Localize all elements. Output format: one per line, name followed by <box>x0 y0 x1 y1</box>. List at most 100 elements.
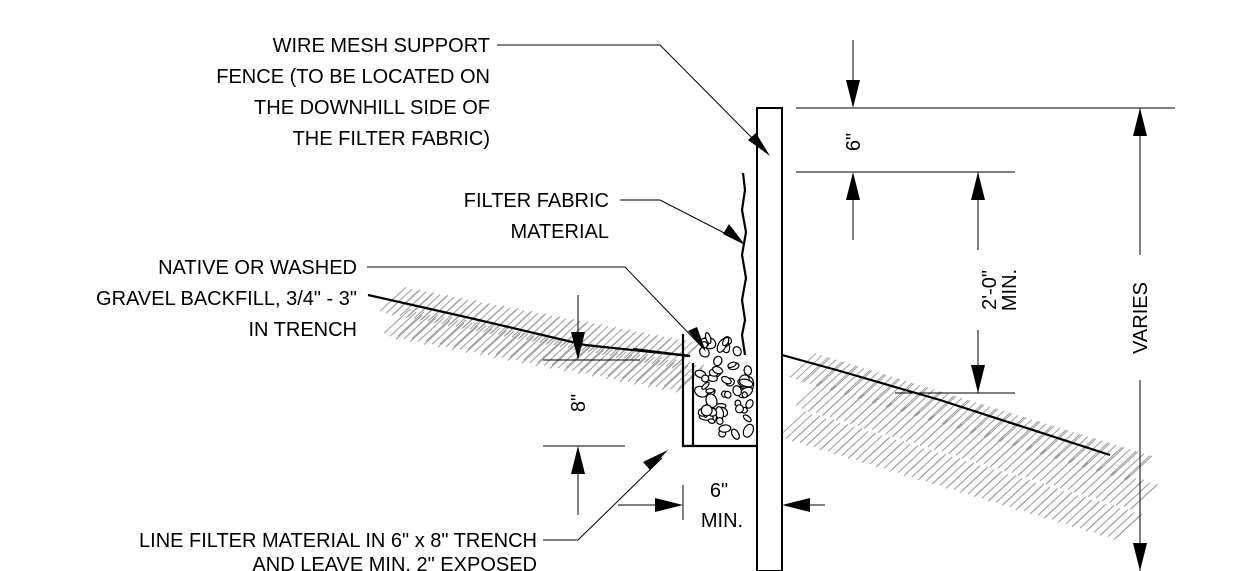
hatch-stroke <box>919 453 947 479</box>
hatch-stroke <box>1017 483 1045 509</box>
hatch-stroke <box>897 448 925 473</box>
hatch-stroke <box>411 314 439 339</box>
hatch-stroke <box>999 417 1027 442</box>
hatch-stroke <box>851 398 879 423</box>
hatch-stroke <box>507 336 535 361</box>
label-filter-fabric: FILTER FABRIC MATERIAL <box>464 190 609 243</box>
hatch-stroke <box>933 458 961 483</box>
hatch-stroke <box>389 311 417 337</box>
gravel-stone <box>730 428 740 440</box>
hatch-stroke <box>617 331 645 357</box>
ground-line-right <box>781 353 1111 457</box>
hatch-stroke <box>991 440 1019 466</box>
hatch-stroke <box>927 422 955 448</box>
leaders <box>367 44 763 541</box>
hatch-stroke <box>1081 469 1109 495</box>
hatch-stroke <box>535 341 563 367</box>
hatch-stroke <box>865 402 893 428</box>
hatch-stroke <box>935 423 963 449</box>
hatch-stroke <box>801 384 829 409</box>
hatch-stroke <box>477 305 505 331</box>
hatch-stroke <box>921 419 949 445</box>
hatch-stroke <box>871 378 899 404</box>
hatch-stroke <box>1053 460 1081 486</box>
hatch-stroke <box>891 445 919 470</box>
hatch-stroke <box>393 289 421 315</box>
hatch-stroke <box>553 320 581 346</box>
hatch-stroke <box>883 443 911 469</box>
hatch-stroke <box>607 351 635 377</box>
hatch-stroke <box>821 423 849 449</box>
hatch-stroke <box>845 370 873 395</box>
hatch-stroke <box>997 416 1025 442</box>
label-filter-fabric-line1: FILTER FABRIC <box>464 190 609 212</box>
hatch-stroke <box>403 314 431 340</box>
hatch-stroke <box>1079 503 1107 529</box>
label-gravel-line2: GRAVEL BACKFILL, 3/4" - 3" <box>96 288 357 310</box>
hatch-stroke <box>843 396 871 422</box>
label-line-filter-line1: LINE FILTER MATERIAL IN 6" x 8" TRENCH <box>139 530 537 552</box>
hatch-stroke <box>899 386 927 412</box>
hatch-stroke <box>801 357 829 382</box>
hatch-stroke <box>633 359 661 385</box>
trench <box>632 334 757 448</box>
hatch-stroke <box>843 369 871 395</box>
hatch-stroke <box>577 349 605 375</box>
hatch-stroke <box>651 339 679 365</box>
hatch-stroke <box>441 299 469 325</box>
hatch-stroke <box>885 382 913 408</box>
hatch-stroke <box>1003 479 1031 505</box>
gravel-backfill <box>694 332 755 440</box>
hatch-stroke <box>399 291 427 317</box>
hatch-stroke <box>1011 448 1039 473</box>
hatch-stroke <box>827 426 855 452</box>
hatch-stroke <box>855 435 883 461</box>
hatch-stroke <box>585 349 613 374</box>
hatch-stroke <box>605 354 633 380</box>
hatch-stroke <box>425 316 453 342</box>
hatch-stroke <box>467 324 495 350</box>
hatch-stroke <box>893 384 921 410</box>
hatch-stroke <box>645 337 673 363</box>
hatch-stroke <box>943 400 971 425</box>
hatch-stroke <box>635 356 663 382</box>
hatch-stroke <box>1067 465 1095 490</box>
hatch-stroke <box>501 333 529 358</box>
hatch-stroke <box>523 335 551 361</box>
hatch-stroke <box>1047 457 1075 483</box>
hatch-stroke <box>395 314 423 340</box>
hatch-stroke <box>627 356 655 382</box>
hatch-stroke <box>831 365 859 391</box>
hatch-stroke <box>1011 421 1039 446</box>
hatch-stroke <box>907 389 935 414</box>
hatch-stroke <box>547 318 575 344</box>
dim-trench-width <box>618 485 825 520</box>
hatch-stroke <box>595 328 623 354</box>
hatch-stroke <box>927 395 955 421</box>
hatch-stroke <box>969 435 997 461</box>
gravel-stone <box>718 424 732 433</box>
hatch-stroke <box>1111 451 1139 476</box>
hatch-stroke <box>795 381 823 406</box>
hatch-stroke <box>1115 513 1143 539</box>
hatch-stroke <box>469 304 497 330</box>
hatch-stroke <box>603 329 631 355</box>
hatch-stroke <box>1061 436 1089 461</box>
gravel-stone <box>742 414 752 423</box>
hatch-stroke <box>949 402 977 427</box>
hatch-stroke <box>963 406 991 432</box>
hatch-stroke <box>1103 448 1131 474</box>
hatch-stroke <box>1107 512 1135 537</box>
hatch-stroke <box>1123 482 1151 507</box>
hatch-stroke <box>537 338 565 363</box>
hatch-stroke <box>871 405 899 431</box>
hatch-stroke <box>493 333 521 359</box>
hatch-stroke <box>1075 466 1103 492</box>
hatch-stroke <box>807 419 835 445</box>
label-line-filter: LINE FILTER MATERIAL IN 6" x 8" TRENCH A… <box>139 530 537 571</box>
hatch-stroke <box>431 319 459 345</box>
hatch-stroke <box>905 449 933 475</box>
hatch-stroke <box>983 439 1011 465</box>
hatch-stroke <box>815 388 843 414</box>
